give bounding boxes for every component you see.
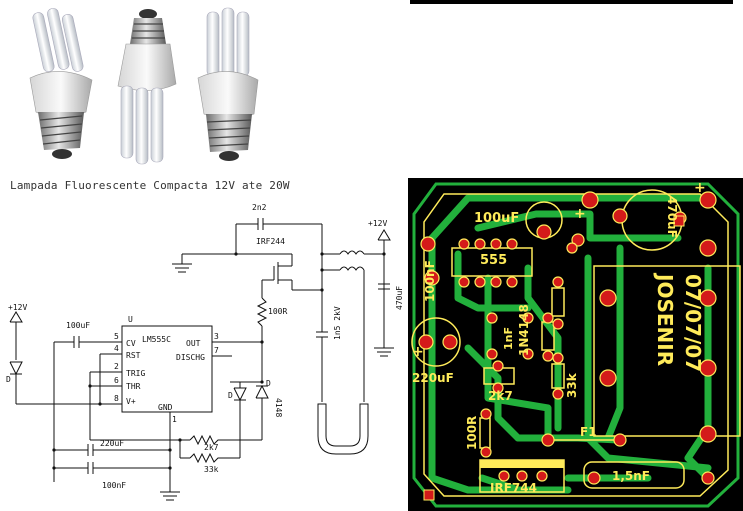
vcc-right-label: +12V [368,219,387,228]
cfl-bulb-icon [29,8,93,159]
pin-out-label: OUT [186,339,201,348]
pcb-c-100nf-label: 100nF [423,260,437,302]
ic-ref-label: U [128,315,133,324]
pcb-fuse-label: F1 [580,425,597,439]
pin-gnd-label: GND [158,403,173,412]
r-2k7-label: 2k7 [204,443,219,452]
pcb-mosfet-label: IRF744 [490,481,537,495]
pcb-date-label: 07/07/07 [681,274,705,372]
pcb-plus-c-label: + [412,344,424,360]
pcb-c-470uf-label: 470uF [665,196,679,238]
pin3-label: 3 [214,332,219,341]
diode-part-label: 4148 [274,398,283,417]
pin-rst-label: RST [126,351,141,360]
pcb-plus-a-label: + [574,206,586,222]
c-100nf-label: 100nF [102,481,126,490]
c-100uf-label: 100uF [66,321,90,330]
image-caption: Lampada Fluorescente Compacta 12V ate 20… [10,179,290,192]
pcb-author-label: JOSENIR [653,272,677,366]
ic-part-label: LM555C [142,335,171,344]
pin7-label: 7 [214,346,219,355]
top-rule [410,0,733,4]
cfl-bulbs-photo [29,7,259,165]
pcb-c-1nf-label: 1nF [502,327,515,350]
pin6-label: 6 [114,376,119,385]
vcc-left-label: +12V [8,303,27,312]
pcb-r-2k7-label: 2k7 [488,389,513,403]
cfl-bulb-icon [197,7,259,161]
pcb-layout: 100uF 470uF 100nF 555 1nF 1N4148 220uF 2… [408,178,743,511]
pcb-c-100uf-label: 100uF [474,211,519,226]
r-33k-label: 33k [204,465,219,474]
diode-ref-label: D [266,379,271,388]
pin-dischg-label: DISCHG [176,353,205,362]
pcb-plus-b-label: + [694,180,706,196]
c-2n2-label: 2n2 [252,203,267,212]
pin-vplus-label: V+ [126,397,136,406]
pcb-c-220uf-label: 220uF [412,371,454,385]
pin8-label: 8 [114,394,119,403]
led-left-label: D [6,375,11,384]
pcb-ic-555-label: 555 [480,253,507,268]
pcb-d-1n4148-label: 1N4148 [517,304,531,356]
pin5-label: 5 [114,332,119,341]
pin-trig-label: TRIG [126,369,145,378]
pcb-r-33k-label: 33k [565,372,579,398]
c-220uf-label: 220uF [100,439,124,448]
pin2-label: 2 [114,362,119,371]
mosfet-label: IRF244 [256,237,285,246]
pin-cv-label: CV [126,339,136,348]
pcb-c-1-5nf-label: 1,5nF [612,469,650,483]
c-470uf-label: 470uF [395,286,404,310]
pcb-r-100r-label: 100R [465,416,479,450]
cfl-bulb-icon [117,9,177,165]
pin4-label: 4 [114,344,119,353]
c-1n5-label: 1n5 2kV [333,306,342,340]
pin1-label: 1 [172,415,177,424]
r-100r-label: 100R [268,307,287,316]
pin-thr-label: THR [126,382,141,391]
led-mid-label: D [228,391,233,400]
fluorescent-tube-icon [317,403,369,455]
circuit-schematic: +12V +12V 100uF U LM555C CV RST TRIG THR… [6,203,404,501]
